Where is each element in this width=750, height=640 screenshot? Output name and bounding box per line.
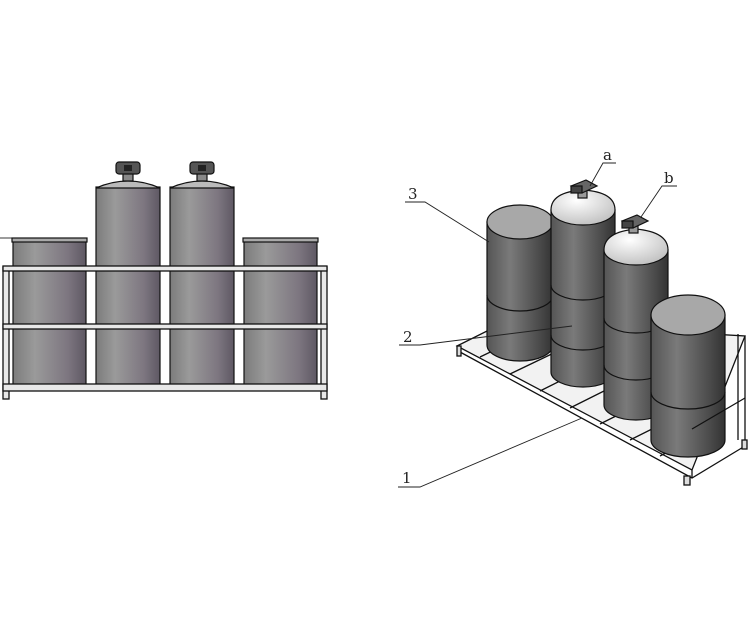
resin-tank-1 — [95, 161, 161, 386]
front-view — [0, 161, 328, 400]
brine-tank — [486, 204, 554, 362]
isometric-view: a b 3 2 1 — [398, 146, 748, 488]
side-tank-right — [242, 237, 319, 386]
label-3: 3 — [408, 185, 418, 203]
label-b: b — [664, 169, 674, 187]
label-2: 2 — [403, 328, 413, 346]
label-1: 1 — [402, 469, 412, 487]
frame-rail-middle — [2, 323, 328, 330]
leader-2 — [399, 325, 573, 346]
resin-tank-2 — [169, 161, 235, 386]
side-tank-left — [11, 237, 88, 386]
front-tank — [650, 294, 726, 458]
resin-tank-a — [550, 179, 616, 388]
label-a: a — [603, 146, 612, 164]
leader-3 — [405, 201, 490, 243]
leader-b — [640, 185, 677, 218]
frame-rail-bottom — [2, 383, 328, 392]
frame-rail-top — [2, 265, 328, 272]
frame-post-left — [2, 266, 10, 400]
leader-1 — [398, 417, 583, 488]
frame-post-right — [320, 266, 328, 400]
leader-a — [589, 162, 616, 187]
